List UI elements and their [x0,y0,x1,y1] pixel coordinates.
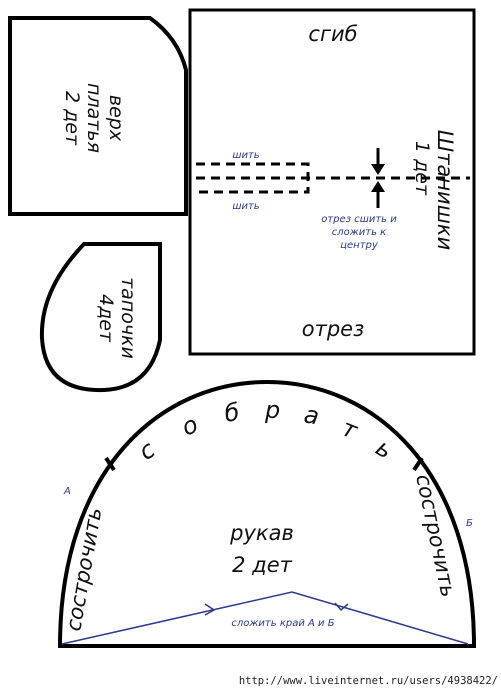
slippers-label-line1: тапочки [117,277,139,359]
sleeve-gather-letter: с [133,435,160,466]
pants-note-line3: центру [340,240,379,251]
sleeve-gather-letter: б [222,398,242,428]
sleeve-fold-note: сложить край А и Б [231,618,334,629]
sleeve-stitch-right-label: сострочить [411,472,460,599]
sleeve-title-label: рукав [229,521,294,545]
sleeve-gather-letter: о [178,410,202,441]
pants-count-label: 1 дет [411,141,433,196]
dress-top-label-line1: верх [105,95,127,142]
sleeve-gather-letter: а [302,400,321,430]
dress-top-label-line2: платья [83,83,105,153]
pants-center-arrows [371,148,385,208]
dress-top-label-line3: 2 дет [61,91,83,146]
sleeve-gather-letter: р [264,396,280,424]
sleeve-label-b: Б [466,518,473,529]
dress-top-piece-outline [8,16,188,216]
pants-piece-outline [188,8,476,356]
pants-cut-label: отрез [302,317,365,341]
sleeve-fold-lines [61,591,469,645]
sleeve-count-label: 2 дет [232,553,292,577]
pants-title-label: Штанишки [433,130,457,250]
sleeve-gather-letter: ь [371,434,398,465]
watermark-url: http://www.liveinternet.ru/users/4938422… [239,675,498,687]
pants-dashed-sewing-lines [196,162,470,194]
sleeve-gather-letter: т [338,414,362,446]
sleeve-gather-mark-right [412,456,424,472]
slippers-label-line2: 4дет [95,294,117,343]
pants-sew-bottom-label: шить [232,201,259,212]
pants-sew-top-label: шить [232,150,259,161]
sleeve-label-a: А [63,486,71,497]
pants-note-line2: сложить к [332,227,386,238]
sleeve-piece-outline [57,379,477,648]
pants-fold-label: сгиб [308,22,357,46]
sleeve-gather-mark-left [104,456,116,472]
pants-note-line1: отрез сшить и [321,214,397,225]
slippers-piece-outline [39,242,162,393]
